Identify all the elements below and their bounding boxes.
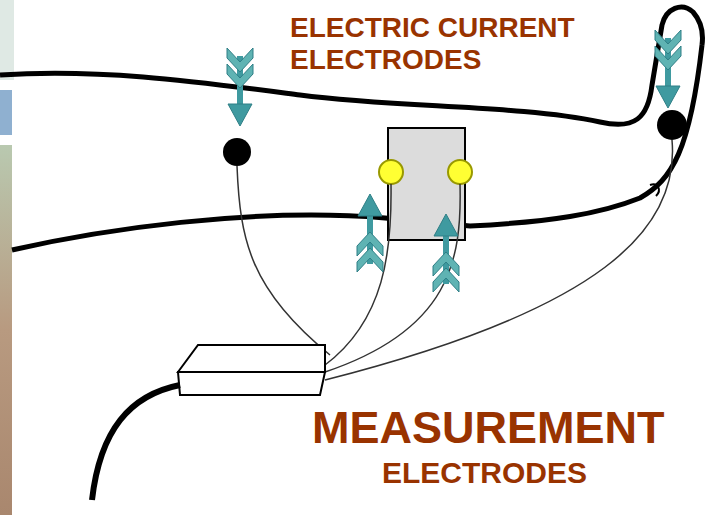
electrode-caption: ELECTRIC CURRENT ELECTRODES [290,12,630,76]
limb-outline [0,7,703,124]
current-electrode [657,110,687,140]
meter-device [178,345,325,372]
current-electrode [223,138,251,166]
ankle-mark [650,184,659,196]
measurement-arrow [357,194,383,272]
slide-strip [0,145,12,515]
measurement-caption: MEASUREMENT [312,402,712,454]
slide-strip [0,0,14,80]
slide-strip [0,90,12,135]
power-cable [92,385,180,500]
measurement-electrode [448,160,472,184]
electrode-pad [388,128,465,240]
limb-outline [12,45,702,250]
meter-device [178,372,325,395]
measurement-electrode [379,160,403,184]
measurement-caption: ELECTRODES [382,456,682,491]
measurement-arrow [433,214,459,292]
current-arrow [655,30,681,108]
current-arrow [227,48,253,126]
